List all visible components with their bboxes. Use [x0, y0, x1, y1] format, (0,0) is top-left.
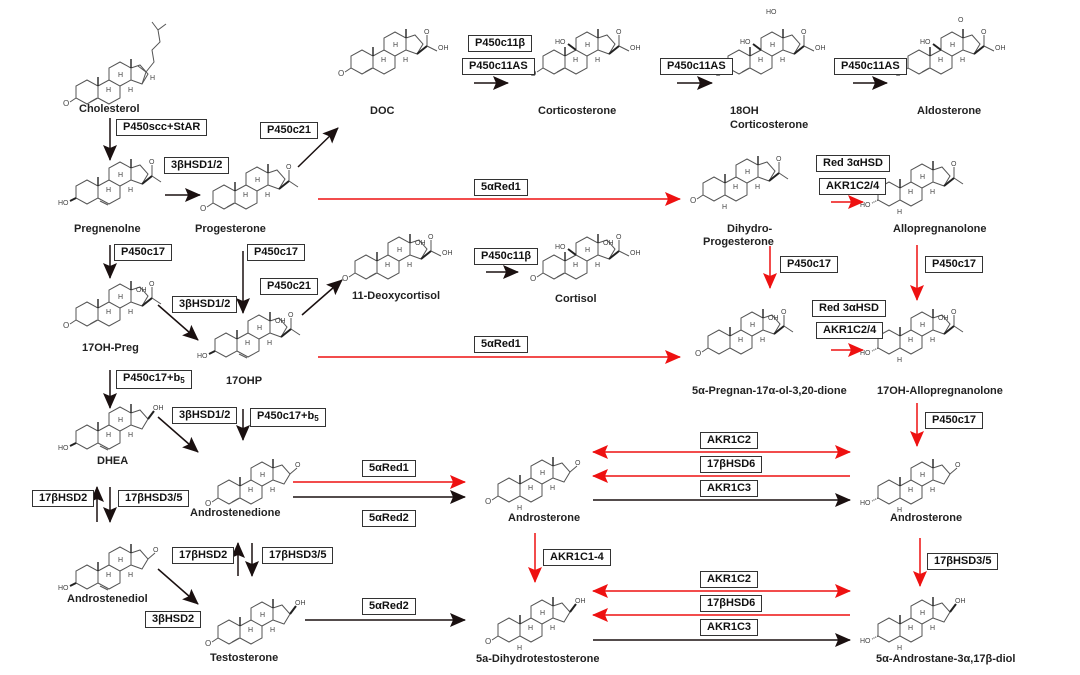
structure-pregnan-dione — [694, 308, 794, 359]
b5-subscript: 5 — [314, 414, 319, 423]
compound-label-corticosterone: Corticosterone — [538, 105, 617, 117]
compound-label-allopregnanolone: Allopregnanolone — [893, 223, 987, 235]
enzyme-akr1c24-upper: AKR1C2/4 — [819, 178, 887, 195]
compound-label-cholesterol: Cholesterol — [79, 103, 140, 115]
compound-label-17oh-preg: 17OH-Preg — [82, 342, 139, 354]
enzyme-3bhsd-dhea: 3βHSD1/2 — [172, 407, 238, 424]
enzyme-p450c17-dihydroprog: P450c17 — [780, 256, 839, 273]
compound-label-11-deoxycortisol: 11-Deoxycortisol — [352, 290, 441, 302]
enzyme-3bhsd2: 3βHSD2 — [145, 611, 202, 628]
enzyme-17bhsd35-androstenedione: 17βHSD3/5 — [262, 547, 334, 564]
enzyme-p450c17-allopreg: P450c17 — [925, 256, 984, 273]
structure-androstanediol — [859, 596, 967, 652]
enzyme-5ared1-upper: 5αRed1 — [474, 179, 528, 196]
enzyme-akr1c3-lower: AKR1C3 — [700, 619, 759, 636]
enzyme-label: P450c17+b — [257, 410, 315, 422]
enzyme-p450c11as-18oh: P450c11AS — [834, 58, 907, 75]
enzyme-p450c11as-doc: P450c11AS — [462, 58, 535, 75]
enzyme-p450c21-prog-doc: P450c21 — [260, 122, 319, 139]
compound-label-androstenedione: Androstenedione — [190, 507, 281, 519]
structure-androstenedione — [204, 458, 302, 509]
compound-label-pregnan-dione: 5α-Pregnan-17α-ol-3,20-dione — [692, 385, 847, 397]
compound-label-dihydroprogesterone-line1: Dihydro- — [727, 223, 773, 235]
compound-label-18oh-line1: 18OH — [730, 105, 759, 117]
enzyme-17bhsd6-lower: 17βHSD6 — [700, 595, 763, 612]
compound-label-17oh-allopregnanolone: 17OH-Allopregnanolone — [877, 385, 1003, 397]
arrow-17ohp-11-deoxycortisol — [301, 279, 343, 316]
svg-text:HO: HO — [766, 9, 777, 16]
enzyme-3bhsd-preg-prog: 3βHSD1/2 — [164, 157, 230, 174]
structure-17ohp — [196, 311, 301, 361]
enzyme-17bhsd2-dhea: 17βHSD2 — [32, 490, 95, 507]
enzyme-akr1c2-lower: AKR1C2 — [700, 571, 759, 588]
structure-dhea — [57, 403, 165, 453]
structure-doc — [337, 28, 450, 79]
b5-subscript: 5 — [180, 376, 185, 385]
enzyme-p450c11b-deoxycortisol: P450c11β — [474, 248, 539, 265]
enzyme-17bhsd35-androsterone: 17βHSD3/5 — [927, 553, 999, 570]
structure-testosterone — [204, 598, 307, 649]
enzyme-akr1c1-4: AKR1C1-4 — [543, 549, 611, 566]
structure-17oh-preg — [62, 280, 162, 331]
structure-18oh-corticosterone: HO — [714, 9, 827, 79]
enzyme-17bhsd35-dhea: 17βHSD3/5 — [118, 490, 190, 507]
arrow-dhea-androstenedione — [157, 416, 199, 453]
arrow-17oh-preg-17ohp — [157, 304, 199, 341]
arrow-androstenediol-testosterone — [157, 568, 199, 605]
enzyme-17bhsd2-androstenedione: 17βHSD2 — [172, 547, 235, 564]
enzyme-5ared1-mid: 5αRed1 — [474, 336, 528, 353]
structure-androsterone-mid — [484, 456, 582, 512]
compound-label-androsterone-mid: Androsterone — [508, 512, 581, 524]
compound-label-dht: 5a-Dihydrotestosterone — [476, 653, 600, 665]
svg-text:O: O — [958, 17, 964, 24]
compound-label-cortisol: Cortisol — [555, 293, 597, 305]
enzyme-label: P450c17+b — [123, 372, 181, 384]
compound-label-progesterone: Progesterone — [195, 223, 266, 235]
enzyme-akr1c3-upper: AKR1C3 — [700, 480, 759, 497]
enzyme-red3ahsd-upper: Red 3αHSD — [816, 155, 890, 172]
arrow-progesterone-doc — [297, 127, 339, 168]
structure-corticosterone — [529, 28, 642, 79]
compound-label-androstenediol: Androstenediol — [67, 593, 148, 605]
enzyme-5ared2-upper: 5αRed2 — [362, 510, 416, 527]
compound-label-18oh-line2: Corticosterone — [730, 119, 809, 131]
compound-label-pregnenolone: Pregnenolne — [74, 223, 141, 235]
compound-label-dihydroprogesterone-line2: Progesterone — [703, 236, 774, 248]
enzyme-p450c21-17ohp: P450c21 — [260, 278, 319, 295]
enzyme-akr1c24-lower: AKR1C2/4 — [816, 322, 884, 339]
enzyme-p450c17-prog: P450c17 — [247, 244, 306, 261]
structure-cortisol — [529, 233, 642, 284]
enzyme-red3ahsd-lower: Red 3αHSD — [812, 300, 886, 317]
compound-label-doc: DOC — [370, 105, 395, 117]
compound-label-androstanediol: 5α-Androstane-3α,17β-diol — [876, 653, 1016, 665]
structure-11-deoxycortisol — [341, 233, 454, 284]
enzyme-3bhsd-17ohpreg: 3βHSD1/2 — [172, 296, 238, 313]
enzyme-p450scc-star: P450scc+StAR — [116, 119, 208, 136]
compound-label-dhea: DHEA — [97, 455, 129, 467]
structure-dihydroprogesterone — [689, 155, 789, 211]
enzyme-p450c17-17ohallo: P450c17 — [925, 412, 984, 429]
structure-pregnenolone — [57, 158, 162, 208]
compound-label-androsterone-right: Androsterone — [890, 512, 963, 524]
structure-cholesterol — [62, 21, 167, 109]
compound-label-aldosterone: Aldosterone — [917, 105, 982, 117]
structure-androsterone-right — [859, 458, 962, 514]
structure-androstenediol — [57, 543, 160, 593]
enzyme-5ared2-lower: 5αRed2 — [362, 598, 416, 615]
compound-label-testosterone: Testosterone — [210, 652, 279, 664]
enzyme-17bhsd6-upper: 17βHSD6 — [700, 456, 763, 473]
structure-aldosterone: O — [894, 17, 1007, 79]
enzyme-p450c11as-corticosterone: P450c11AS — [660, 58, 733, 75]
enzyme-akr1c2-upper: AKR1C2 — [700, 432, 759, 449]
enzyme-p450c17b5-17ohp: P450c17+b5 — [250, 408, 326, 427]
structure-dht — [484, 596, 587, 652]
enzyme-5ared1-lower: 5αRed1 — [362, 460, 416, 477]
enzyme-p450c17b5-17ohpreg: P450c17+b5 — [116, 370, 192, 389]
enzyme-p450c11b-doc: P450c11β — [468, 35, 533, 52]
compound-label-17ohp: 17OHP — [226, 375, 263, 387]
enzyme-p450c17-preg: P450c17 — [114, 244, 173, 261]
